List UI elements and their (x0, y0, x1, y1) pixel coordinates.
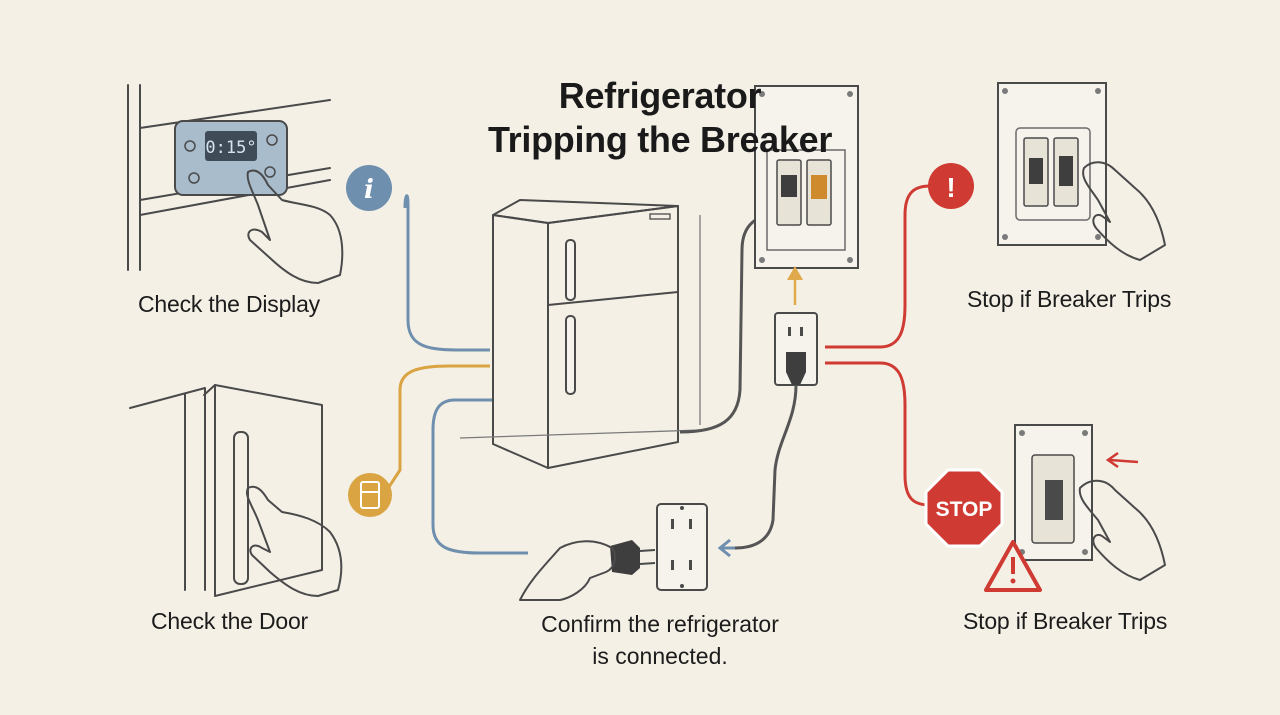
info-badge: i (346, 165, 392, 211)
stop-sign-text: STOP (936, 498, 993, 521)
arrow-to-bottom-outlet (717, 538, 735, 558)
breaker-panel-center (754, 85, 859, 269)
connector-fridge-to-outlet (431, 398, 528, 555)
page-title: Refrigerator Tripping the Breaker (460, 74, 860, 162)
info-icon: i (364, 175, 374, 205)
connector-door-to-fridge (383, 364, 490, 494)
stop-sign: STOP (924, 468, 1004, 548)
breaker-switch-right (811, 175, 827, 199)
fridge-icon (360, 481, 380, 509)
label-check-display: Check the Display (138, 291, 320, 317)
fridge-badge (348, 473, 392, 517)
label-confirm-line-2: is connected. (592, 643, 728, 669)
title-line-2: Tripping the Breaker (487, 119, 833, 160)
display-panel-illustration: 0:15° (127, 84, 344, 284)
label-confirm-connected: Confirm the refrigerator is connected. (500, 608, 820, 672)
wall-outlet-plugged (774, 312, 818, 386)
orange-arrow-up (787, 266, 803, 305)
connector-display-to-fridge (403, 194, 490, 352)
connector-to-stop-breaker (825, 184, 931, 349)
plug-into-outlet-illustration (519, 503, 708, 601)
door-illustration (129, 384, 343, 597)
label-confirm-line-1: Confirm the refrigerator (541, 611, 779, 637)
refrigerator-illustration (459, 199, 701, 469)
exclamation-icon: ! (946, 172, 955, 203)
breaker-switch-left (781, 175, 797, 197)
label-stop-breaker-top: Stop if Breaker Trips (967, 286, 1172, 312)
connector-to-stop-sign (825, 361, 931, 507)
label-check-door: Check the Door (151, 608, 308, 634)
cord-to-bottom-outlet (734, 384, 798, 550)
alert-badge: ! (928, 163, 974, 209)
title-line-1: Refrigerator (558, 75, 762, 116)
warning-triangle-icon (984, 540, 1042, 592)
breaker-panel-right-top (997, 82, 1166, 261)
label-stop-breaker-bottom: Stop if Breaker Trips (963, 608, 1168, 634)
display-readout: 0:15° (205, 138, 256, 158)
breaker-panel-right-bottom (1014, 424, 1166, 581)
